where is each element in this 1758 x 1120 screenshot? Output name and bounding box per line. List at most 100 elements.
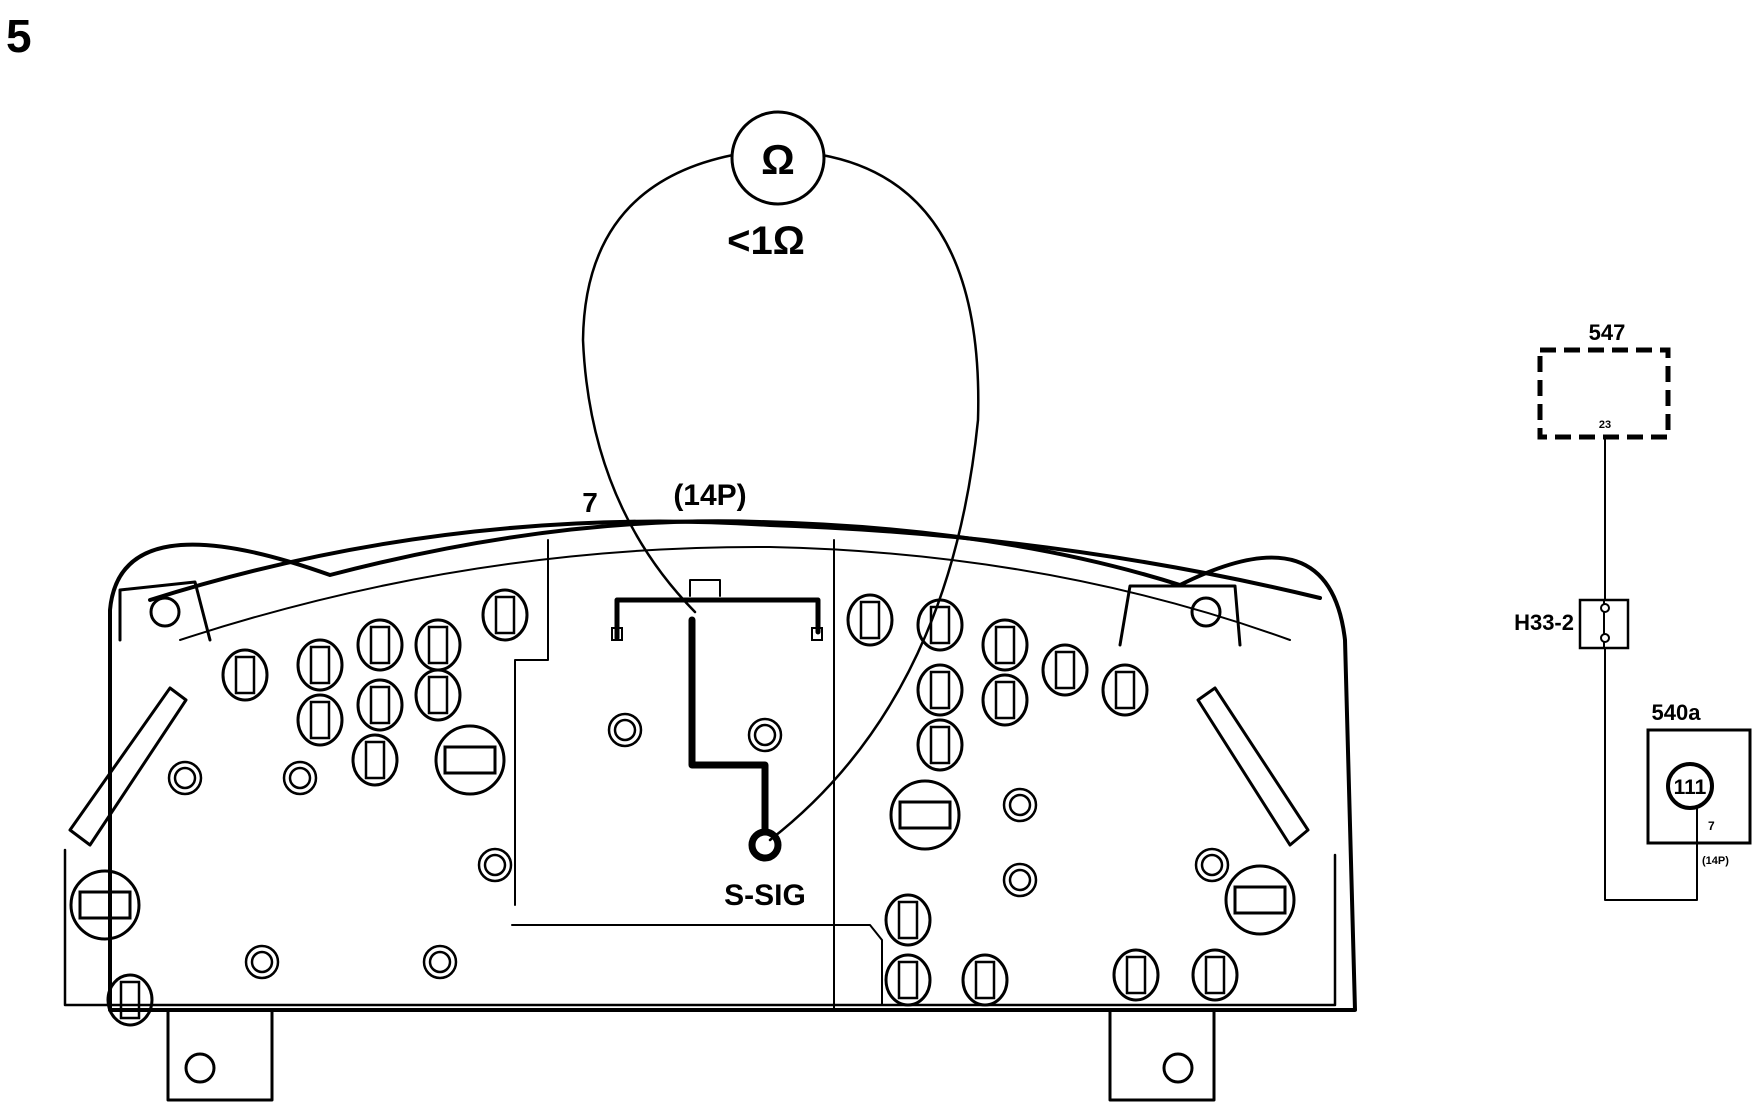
bulb-socket [961,953,1009,1007]
connector-h33-label: H33-2 [1514,610,1574,635]
center-panel-bottom-trace [511,924,883,1006]
bulb-socket-slot [369,625,391,665]
screw-boss [288,766,312,790]
screw-boss [1194,847,1230,883]
screw-boss [428,950,452,974]
cluster-lower-frame [63,848,1337,1007]
mount-hole-bottom-left [184,1052,216,1084]
mount-hole-top-right [1190,596,1222,628]
screw-boss [483,853,507,877]
bulb-socket-slot [234,655,256,695]
ohmmeter-reading: <1Ω [727,219,805,263]
screw-boss [1002,862,1038,898]
screw-boss [1002,787,1038,823]
ohmmeter: Ω <1Ω [727,110,826,263]
bulb-socket [1101,663,1149,717]
bulb-socket [356,678,404,732]
large-bulb-socket [434,724,506,796]
bulb-socket-slot [897,960,919,1000]
large-bulb-slot [443,745,497,775]
module-540a-pin: 7 [1708,819,1715,833]
bulb-socket-slot [427,625,449,665]
large-bulb-slot [1233,885,1287,915]
screw-boss [282,760,318,796]
bulb-socket [481,588,529,642]
cluster-housing [108,519,1357,1012]
s-sig-circuit-trace [688,616,769,849]
bulb-socket-slot [994,625,1016,665]
screw-boss [167,760,203,796]
module-547-pin: 23 [1599,419,1611,431]
large-bulb-slot [898,800,952,830]
screw-boss [613,718,637,742]
connector-14p-key-right [811,627,823,641]
center-panel-left-edge [514,539,549,906]
bulb-socket [351,733,399,787]
module-540a-circle-label: 111 [1674,776,1707,799]
bulb-socket-slot [427,675,449,715]
bulb-socket [414,668,462,722]
ohmmeter-lead-left [581,153,735,614]
bulb-socket-slot [974,960,996,1000]
bulb-socket-slot [494,595,516,635]
cluster-top-rim [148,519,1322,602]
bulb-socket-slot [309,645,331,685]
bulb-socket [916,718,964,772]
light-pipe-left [68,686,188,847]
bulb-socket-slot [994,680,1016,720]
bulb-socket [884,893,932,947]
screw-boss [753,723,777,747]
large-bulb-socket [1224,864,1296,936]
bulb-socket [106,973,154,1027]
bulb-socket-slot [859,600,881,640]
large-bulb-socket [69,869,141,941]
screw-boss [1200,853,1224,877]
mounting-ear-top-right [1118,584,1242,647]
screw-boss [607,712,643,748]
screw-boss [244,944,280,980]
mounting-tab-bottom-right [1108,1008,1216,1102]
large-bulb-socket [889,779,961,851]
screw-boss [1008,793,1032,817]
bulb-socket-slot [1114,670,1136,710]
bulb-socket [221,648,269,702]
screw-boss [250,950,274,974]
connector-14p-housing [614,597,821,641]
ohmmeter-symbol: Ω [761,136,795,183]
mounting-tab-bottom-left [166,1008,274,1102]
screw-boss [173,766,197,790]
connector-h33-pin-bottom [1600,633,1610,643]
connector-14p-key-left [611,627,623,641]
module-540a-box [1646,728,1752,845]
ohmmeter-lead-right [768,153,980,842]
bulb-socket-slot [309,700,331,740]
module-540a-circle [1666,762,1714,810]
wiring-schematic: 547 23 H33-2 540a 111 7 (14P) [1514,320,1752,901]
schematic-wire [1604,436,1698,901]
connector-14p-tab [689,579,721,597]
bulb-socket [1112,948,1160,1002]
bulb-socket [981,618,1029,672]
bulb-sockets [69,588,1296,1027]
module-540a-connector: (14P) [1702,855,1729,867]
bulb-socket-slot [1054,650,1076,690]
screw-boss [747,717,783,753]
bulb-socket-slot [119,980,141,1020]
mount-hole-top-left [149,596,181,628]
s-sig-label: S-SIG [724,879,806,912]
bulb-socket-slot [929,670,951,710]
screw-boss [422,944,458,980]
screw-boss [477,847,513,883]
mount-hole-bottom-right [1162,1052,1194,1084]
pin-label: 7 [582,487,598,518]
step-number: 5 [6,10,32,62]
instrument-cluster [63,519,1357,1102]
large-bulb-slot [78,890,132,920]
module-540a-label: 540a [1652,700,1702,725]
bulb-socket-slot [929,725,951,765]
bulb-socket [1191,948,1239,1002]
module-547-label: 547 [1589,320,1626,345]
light-pipe-right [1196,686,1310,847]
connector-label: (14P) [673,479,746,512]
